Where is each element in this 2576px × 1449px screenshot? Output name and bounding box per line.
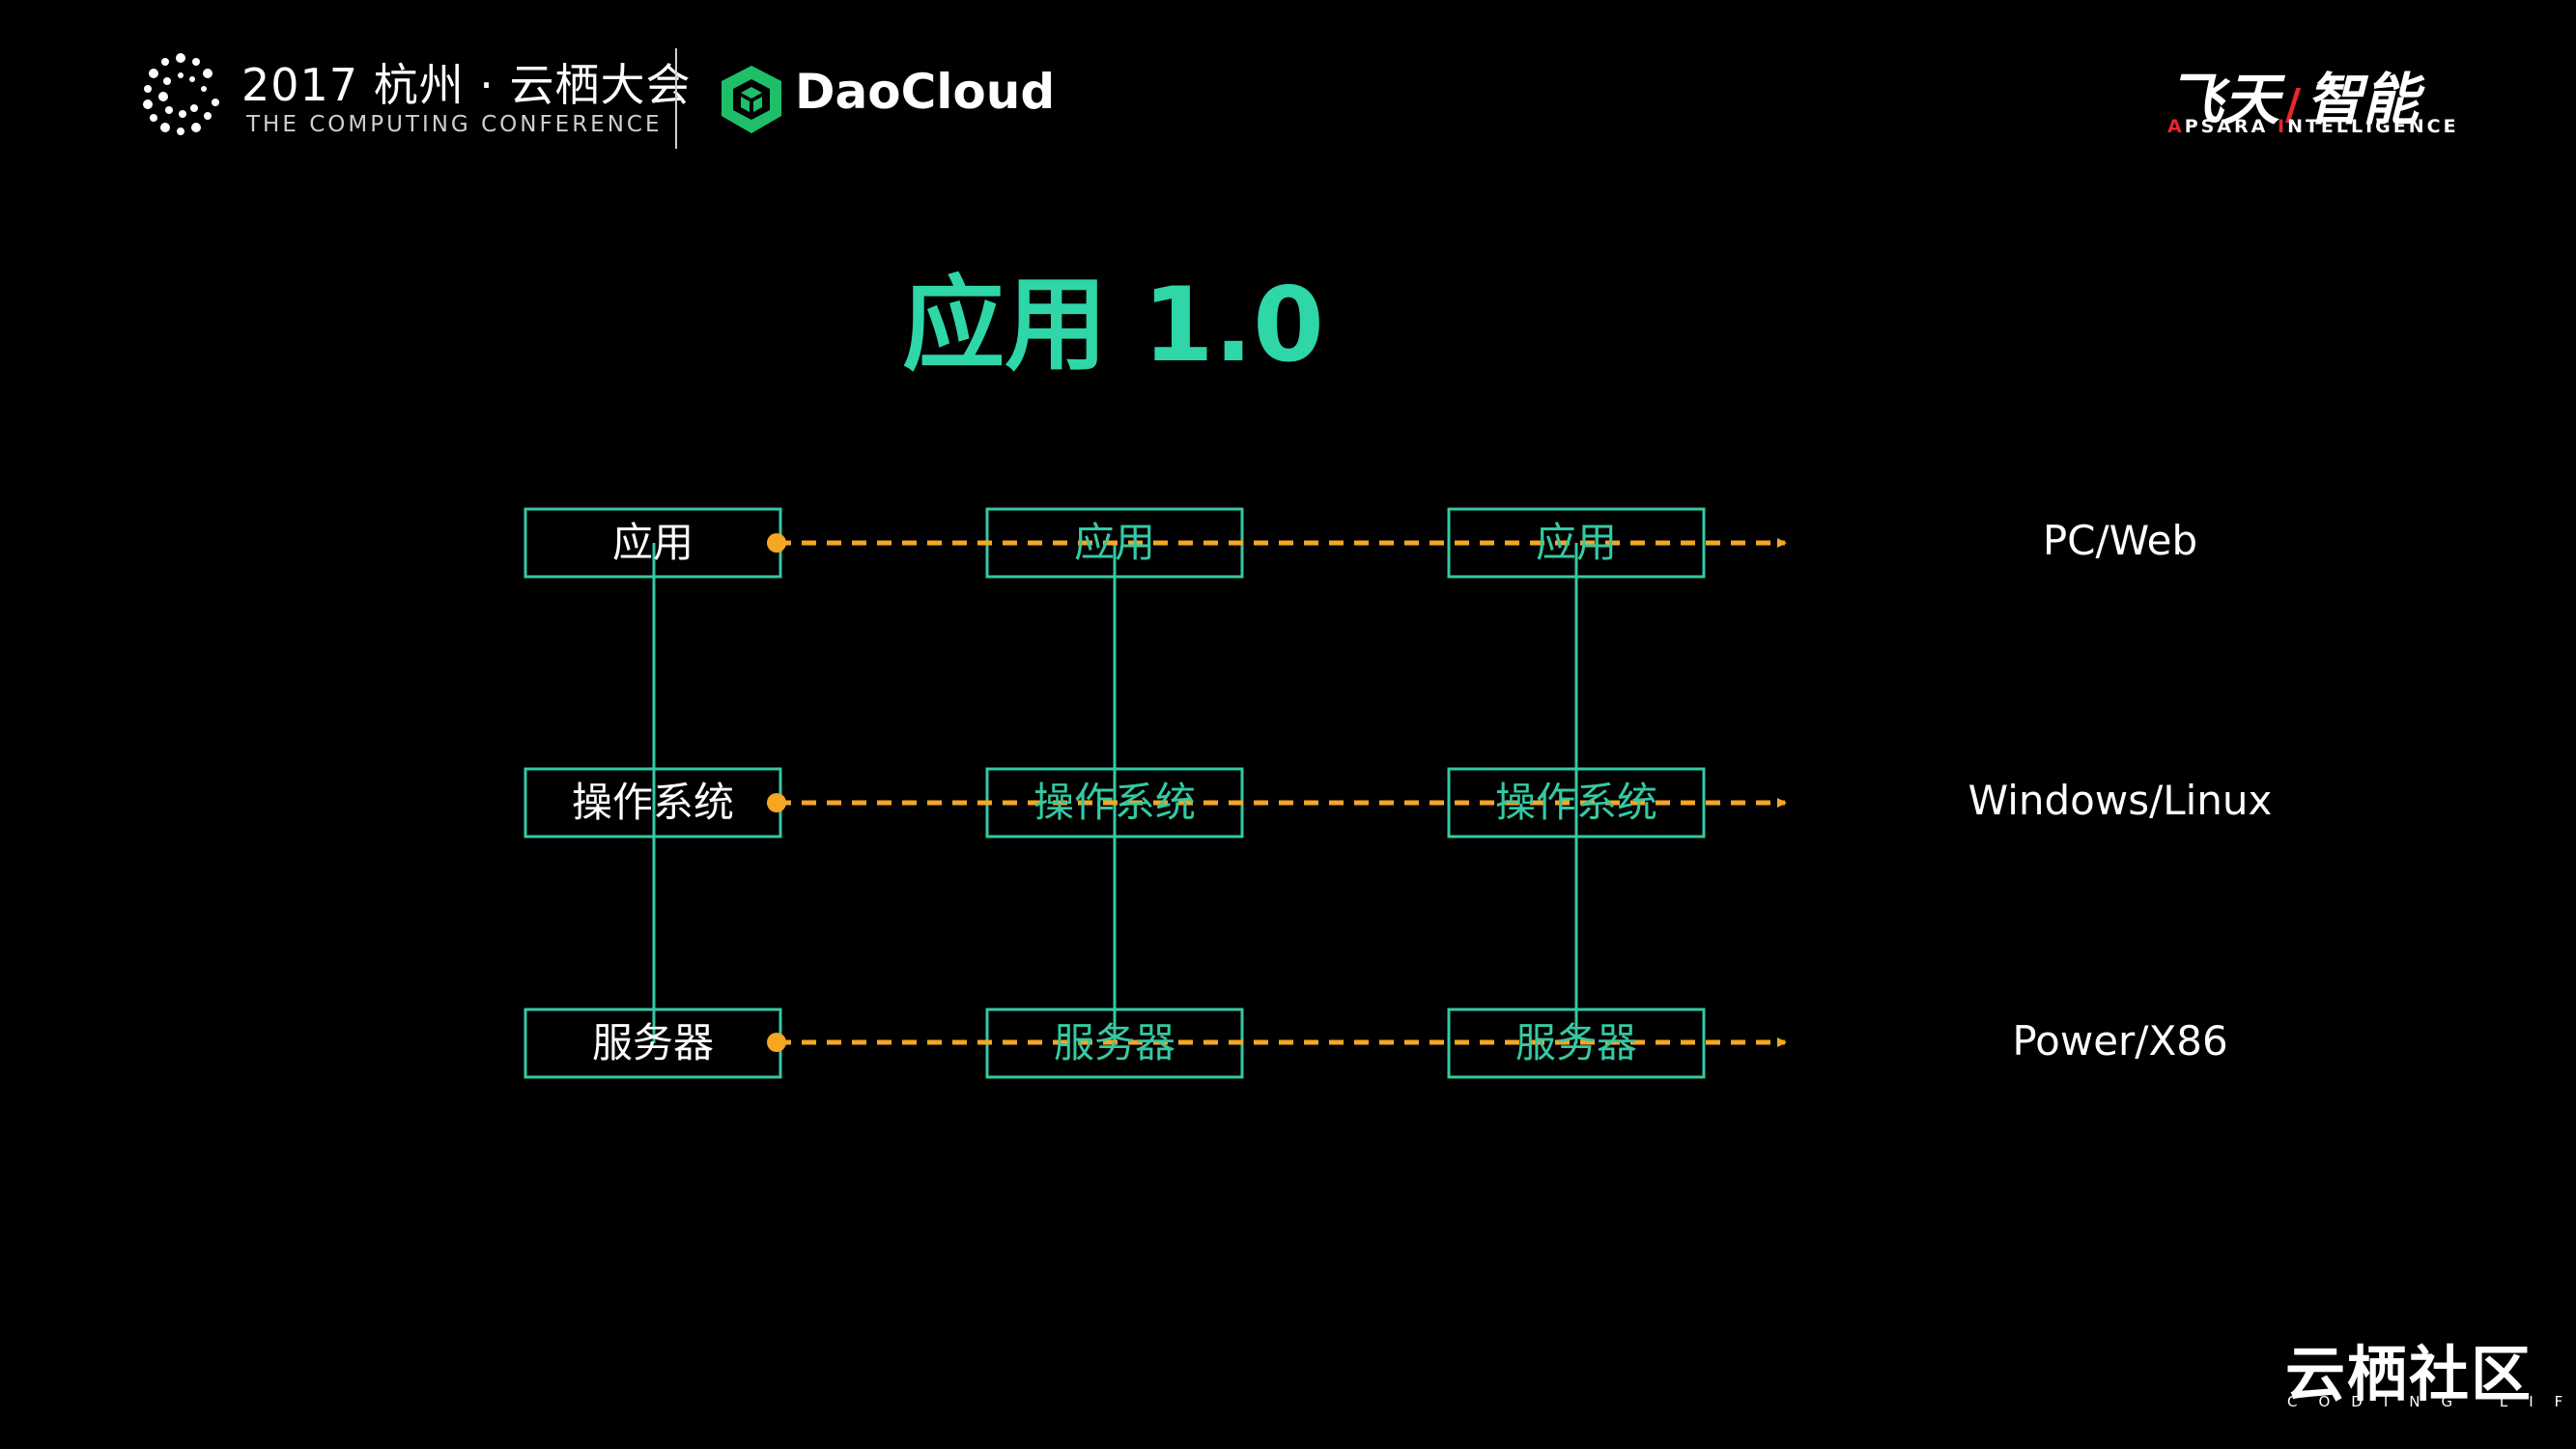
arrow-start-dot <box>767 533 786 553</box>
brand-sub-a: A <box>2167 116 2185 137</box>
right-label-platform: PC/Web <box>2042 517 2198 564</box>
box-label-server: 服务器 <box>591 1019 714 1066</box>
right-label-hardware: Power/X86 <box>2012 1017 2228 1065</box>
brand-main-right: 智能 <box>2307 67 2420 132</box>
box-label-os: 操作系统 <box>571 779 734 826</box>
brand-main-left: 飞天 <box>2167 67 2280 132</box>
box-label-server: 服务器 <box>1053 1019 1175 1066</box>
brand-sub-psara: PSARA <box>2184 116 2278 137</box>
arrow-start-dot <box>767 793 786 812</box>
arrow-start-dot <box>767 1033 786 1052</box>
brand-slash: / <box>2285 80 2302 129</box>
community-logo: 云栖社区 <box>2285 1339 2534 1409</box>
brand-sub-ntelligence: NTELLIGENCE <box>2287 116 2459 137</box>
box-label-app: 应用 <box>1073 519 1155 566</box>
box-label-app: 应用 <box>1535 519 1617 566</box>
box-label-app: 应用 <box>611 519 694 566</box>
conference-subtitle: THE COMPUTING CONFERENCE <box>246 112 663 137</box>
conference-logo-icon <box>143 53 219 135</box>
box-label-server: 服务器 <box>1514 1019 1637 1066</box>
brand-sub-i: I <box>2277 116 2288 137</box>
header-divider <box>675 48 677 149</box>
right-label-os: Windows/Linux <box>1967 777 2273 824</box>
brand-logo: 飞天/智能 <box>2167 54 2419 135</box>
sponsor-name: DaoCloud <box>795 64 1056 120</box>
conference-title: 2017 杭州 · 云栖大会 <box>241 59 692 111</box>
box-label-os: 操作系统 <box>1494 779 1657 826</box>
daocloud-logo-icon <box>722 66 781 133</box>
brand-subtitle: APSARA INTELLIGENCE <box>2167 116 2459 137</box>
community-tagline: CODING LIFE <box>2287 1393 2576 1410</box>
slide-title: 应用 1.0 <box>902 266 1324 384</box>
box-label-os: 操作系统 <box>1033 779 1196 826</box>
